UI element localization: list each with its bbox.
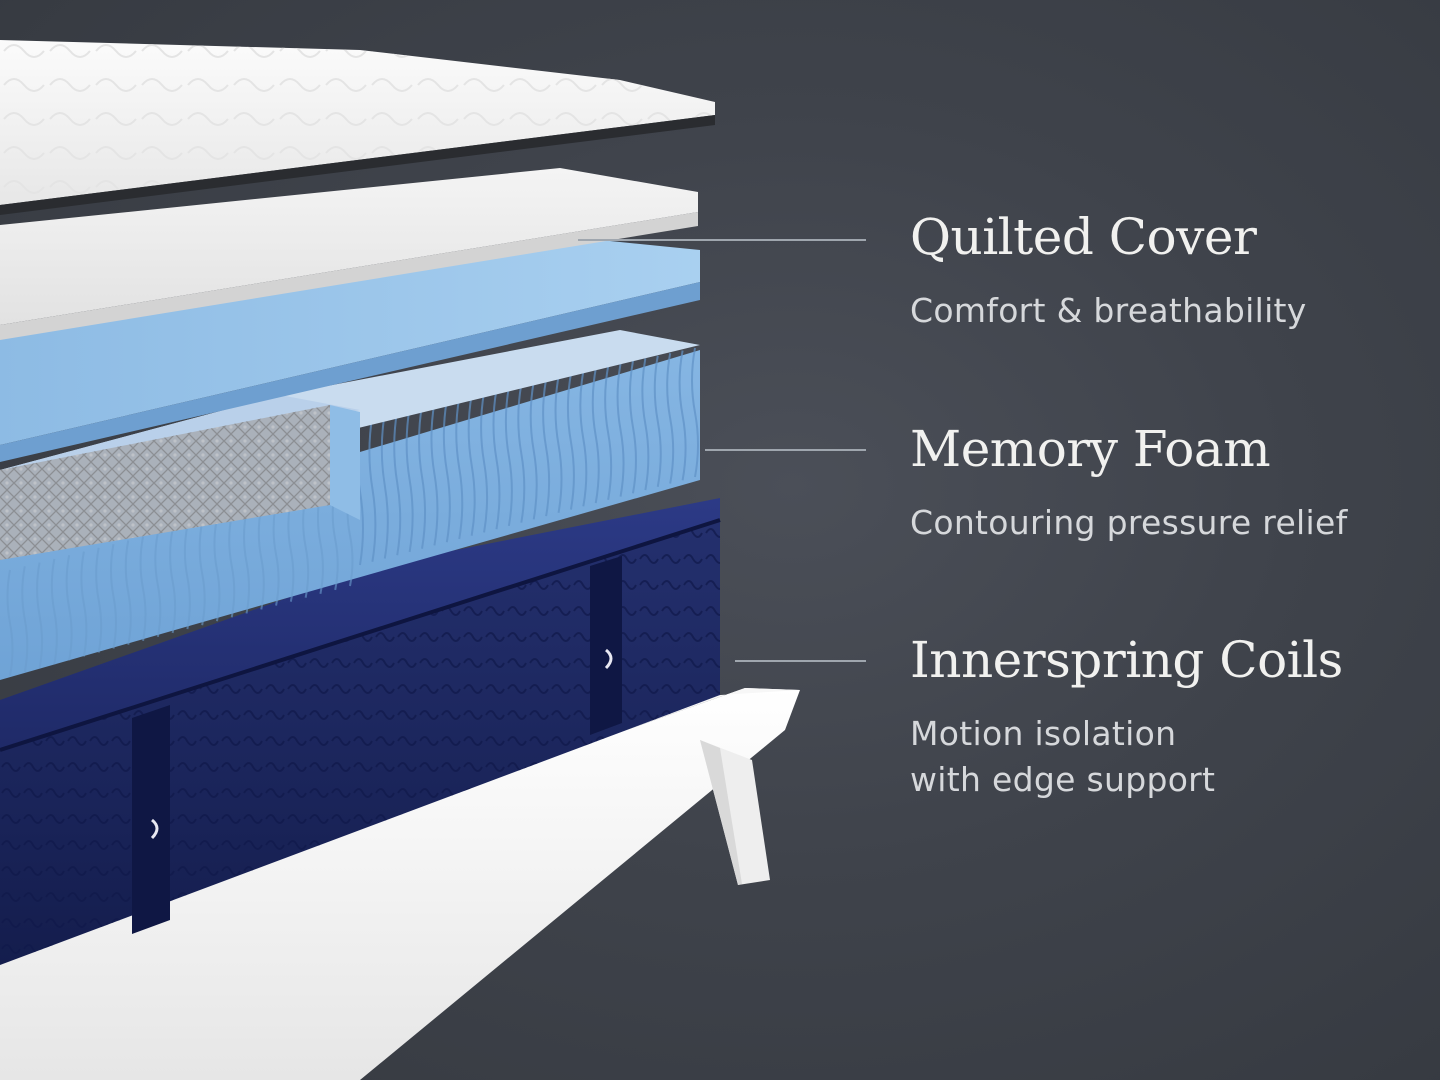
coil-pocket-ridge [418,404,426,549]
layer-description-line: with edge support [910,760,1216,799]
pocketed-coils-layer [0,330,700,680]
layer-description: Comfort & breathability [910,288,1307,334]
coil-pocket-ridge [579,371,588,507]
coil-pocket-ridge [154,532,162,638]
coil-pocket-ridge [287,499,295,602]
bed-frame [0,688,800,1080]
coil-pocket-ridge [467,394,476,536]
coil-pocket-ridge [442,399,451,543]
coil-pocket-ridge [678,350,687,481]
coil-pocket-ridge [641,358,650,491]
coil-pocket-ridge [243,510,251,614]
coil-pocket-ridge [591,368,600,504]
coil-pocket-ridge [95,547,103,653]
coil-pocket-ridge [228,514,236,618]
coil-pocket-ridge [554,376,563,514]
coil-pocket-ridge [213,518,221,622]
coil-pocket-ridge [405,407,414,553]
coil-pocket-ridge [517,384,526,523]
layer-description-line: Comfort & breathability [910,291,1307,330]
coil-pocket-ridge [430,402,439,546]
layer-title: Innerspring Coils [910,631,1343,689]
coil-pocket-ridge [653,355,662,487]
layer-label-innerspring-coils: Innerspring Coils Motion isolation with … [910,635,1343,803]
layer-title: Memory Foam [910,420,1271,478]
navy-base-layer [0,498,721,965]
coil-pocket-ridge [272,503,280,606]
coil-pocket-ridge [109,543,117,649]
coil-pocket-ridge [302,495,310,598]
coil-pocket-ridge [566,373,575,510]
coil-pocket-ridge [65,555,73,661]
layer-description-line: Contouring pressure relief [910,503,1348,542]
coil-pocket-ridge [183,525,191,630]
coil-pocket-ridge [80,551,88,657]
quilted-top-cover [0,40,715,215]
coil-pocket-ridge [368,415,377,562]
coil-pocket-ridge [480,391,489,533]
coil-pocket-ridge [666,353,675,484]
coil-pocket-ridge [616,363,625,497]
coil-pocket-ridge [316,492,324,595]
coil-pocket-ridge [455,397,464,540]
coil-pocket-ridge [529,381,538,520]
comfort-foam-slab [0,168,698,340]
coil-pocket-ridge [198,521,206,626]
layer-label-memory-foam: Memory Foam Contouring pressure relief [910,424,1348,546]
coil-pocket-ridge [124,540,132,645]
coil-pocket-ridge [492,389,501,530]
layer-description: Contouring pressure relief [910,500,1348,546]
layer-description: Motion isolation with edge support [910,711,1343,803]
coil-pocket-ridge [6,569,14,677]
coil-pocket-ridge [257,506,265,610]
coil-pocket-ridge [21,566,29,673]
coil-pocket-ridge [139,536,147,641]
coil-pocket-ridge [691,347,699,478]
coil-pocket-ridge [504,386,513,527]
coil-pocket-ridge [380,412,389,559]
memory-foam-slab [0,238,700,462]
layer-description-line: Motion isolation [910,714,1177,753]
coil-pocket-ridge [36,562,44,669]
layer-label-quilted-cover: Quilted Cover Comfort & breathability [910,212,1307,334]
coil-pocket-ridge [169,529,177,634]
coil-pocket-ridge [542,378,551,517]
coil-pocket-ridge [393,410,402,556]
coil-pocket-ridge [629,360,637,494]
layer-title: Quilted Cover [910,208,1257,266]
coil-pocket-ridge [604,365,613,500]
coil-pocket-ridge [50,558,58,665]
